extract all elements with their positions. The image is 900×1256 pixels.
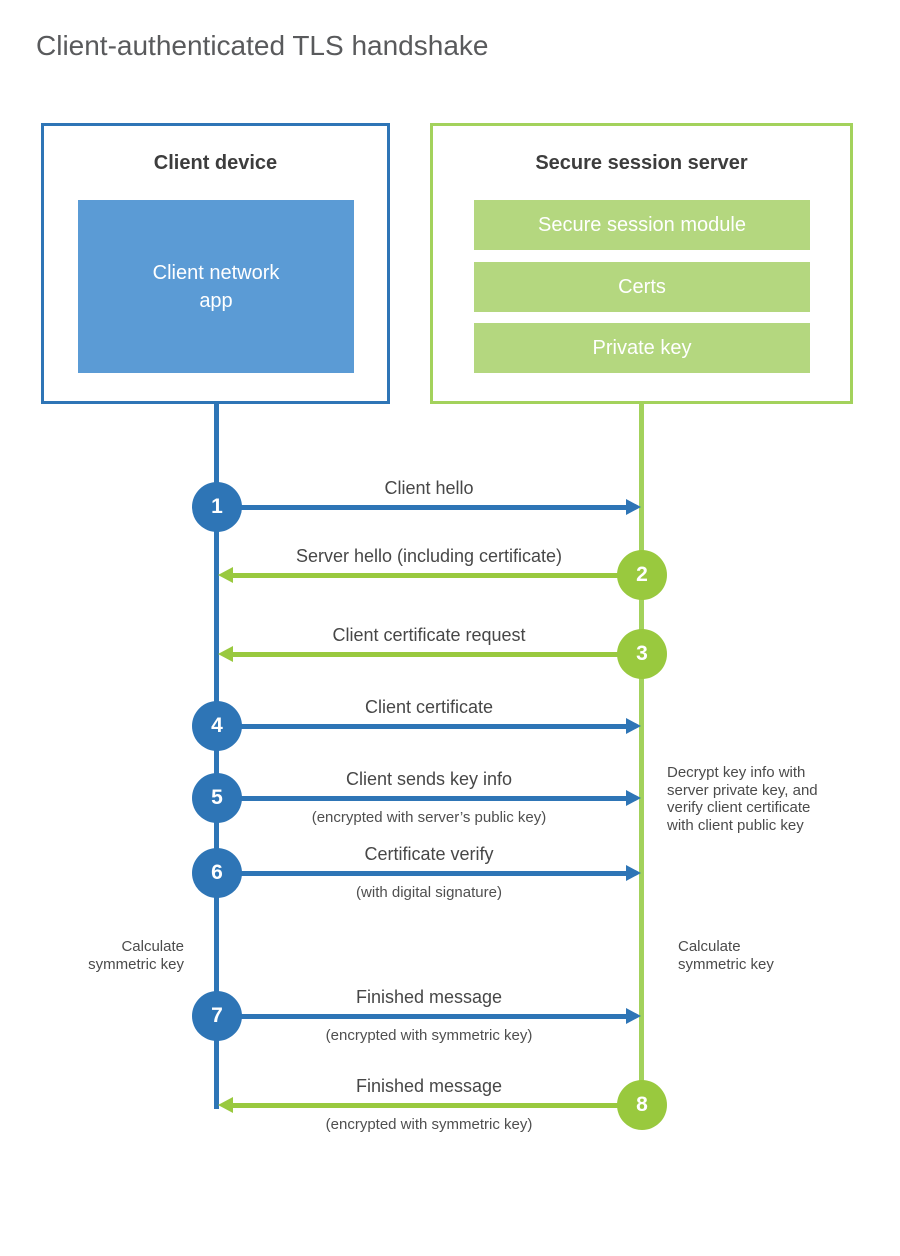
server-module-secure-session: Secure session module — [474, 200, 810, 250]
message-arrow-3 — [233, 652, 619, 657]
message-sublabel-6: (with digital signature) — [356, 884, 502, 901]
message-arrow-6 — [240, 871, 626, 876]
client-network-app-box: Client network app — [78, 200, 354, 373]
arrowhead-icon — [626, 865, 641, 881]
step-circle-4: 4 — [192, 701, 242, 751]
message-label-5: Client sends key info — [345, 769, 513, 789]
step-circle-1: 1 — [192, 482, 242, 532]
client-lifeline — [214, 404, 219, 1109]
message-arrow-5 — [240, 796, 626, 801]
arrowhead-icon — [626, 499, 641, 515]
arrowhead-icon — [218, 1097, 233, 1113]
step-circle-3: 3 — [617, 629, 667, 679]
server-title: Secure session server — [535, 152, 748, 174]
client-device-title: Client device — [153, 152, 278, 174]
arrowhead-icon — [218, 646, 233, 662]
message-arrow-8 — [233, 1103, 619, 1108]
message-label-1: Client hello — [384, 478, 474, 498]
message-sublabel-7: (encrypted with symmetric key) — [325, 1027, 533, 1044]
arrowhead-icon — [218, 567, 233, 583]
message-label-6: Certificate verify — [364, 844, 494, 864]
message-arrow-2 — [233, 573, 619, 578]
server-lifeline — [639, 404, 644, 1107]
page-title: Client-authenticated TLS handshake — [36, 30, 489, 61]
step-circle-2: 2 — [617, 550, 667, 600]
message-arrow-1 — [240, 505, 626, 510]
arrowhead-icon — [626, 790, 641, 806]
step-circle-8: 8 — [617, 1080, 667, 1130]
message-sublabel-5: (encrypted with server’s public key) — [311, 809, 547, 826]
note-calculate-symmetric-key-client: Calculate symmetric key — [88, 938, 184, 973]
arrowhead-icon — [626, 1008, 641, 1024]
step-circle-5: 5 — [192, 773, 242, 823]
message-arrow-7 — [240, 1014, 626, 1019]
step-circle-6: 6 — [192, 848, 242, 898]
server-module-certs: Certs — [474, 262, 810, 312]
message-arrow-4 — [240, 724, 626, 729]
arrowhead-icon — [626, 718, 641, 734]
note-calculate-symmetric-key-server: Calculate symmetric key — [678, 938, 774, 973]
message-label-2: Server hello (including certificate) — [295, 546, 563, 566]
message-label-8: Finished message — [355, 1076, 503, 1096]
message-label-7: Finished message — [355, 987, 503, 1007]
note-decrypt-key-info: Decrypt key info with server private key… — [667, 764, 818, 834]
message-label-3: Client certificate request — [332, 625, 526, 645]
message-sublabel-8: (encrypted with symmetric key) — [325, 1116, 533, 1133]
server-module-private-key: Private key — [474, 323, 810, 373]
step-circle-7: 7 — [192, 991, 242, 1041]
message-label-4: Client certificate — [364, 697, 494, 717]
